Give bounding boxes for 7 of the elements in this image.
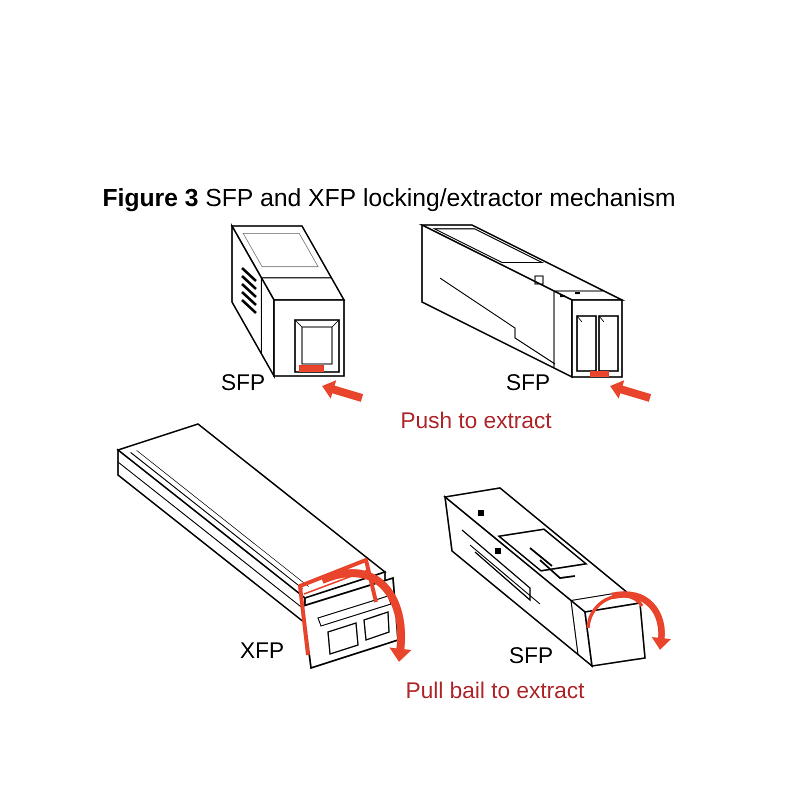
module-label: SFP bbox=[507, 374, 549, 390]
module-label: SFP bbox=[222, 374, 264, 390]
module-label: SFP bbox=[510, 647, 552, 664]
instruction-text: Push to extract bbox=[402, 412, 552, 428]
instruction-text: Pull bail to extract bbox=[407, 682, 584, 698]
module-label: XFP bbox=[240, 642, 283, 658]
figure-title: Figure 3 SFP and XFP locking/extractor mechanism bbox=[104, 188, 674, 212]
